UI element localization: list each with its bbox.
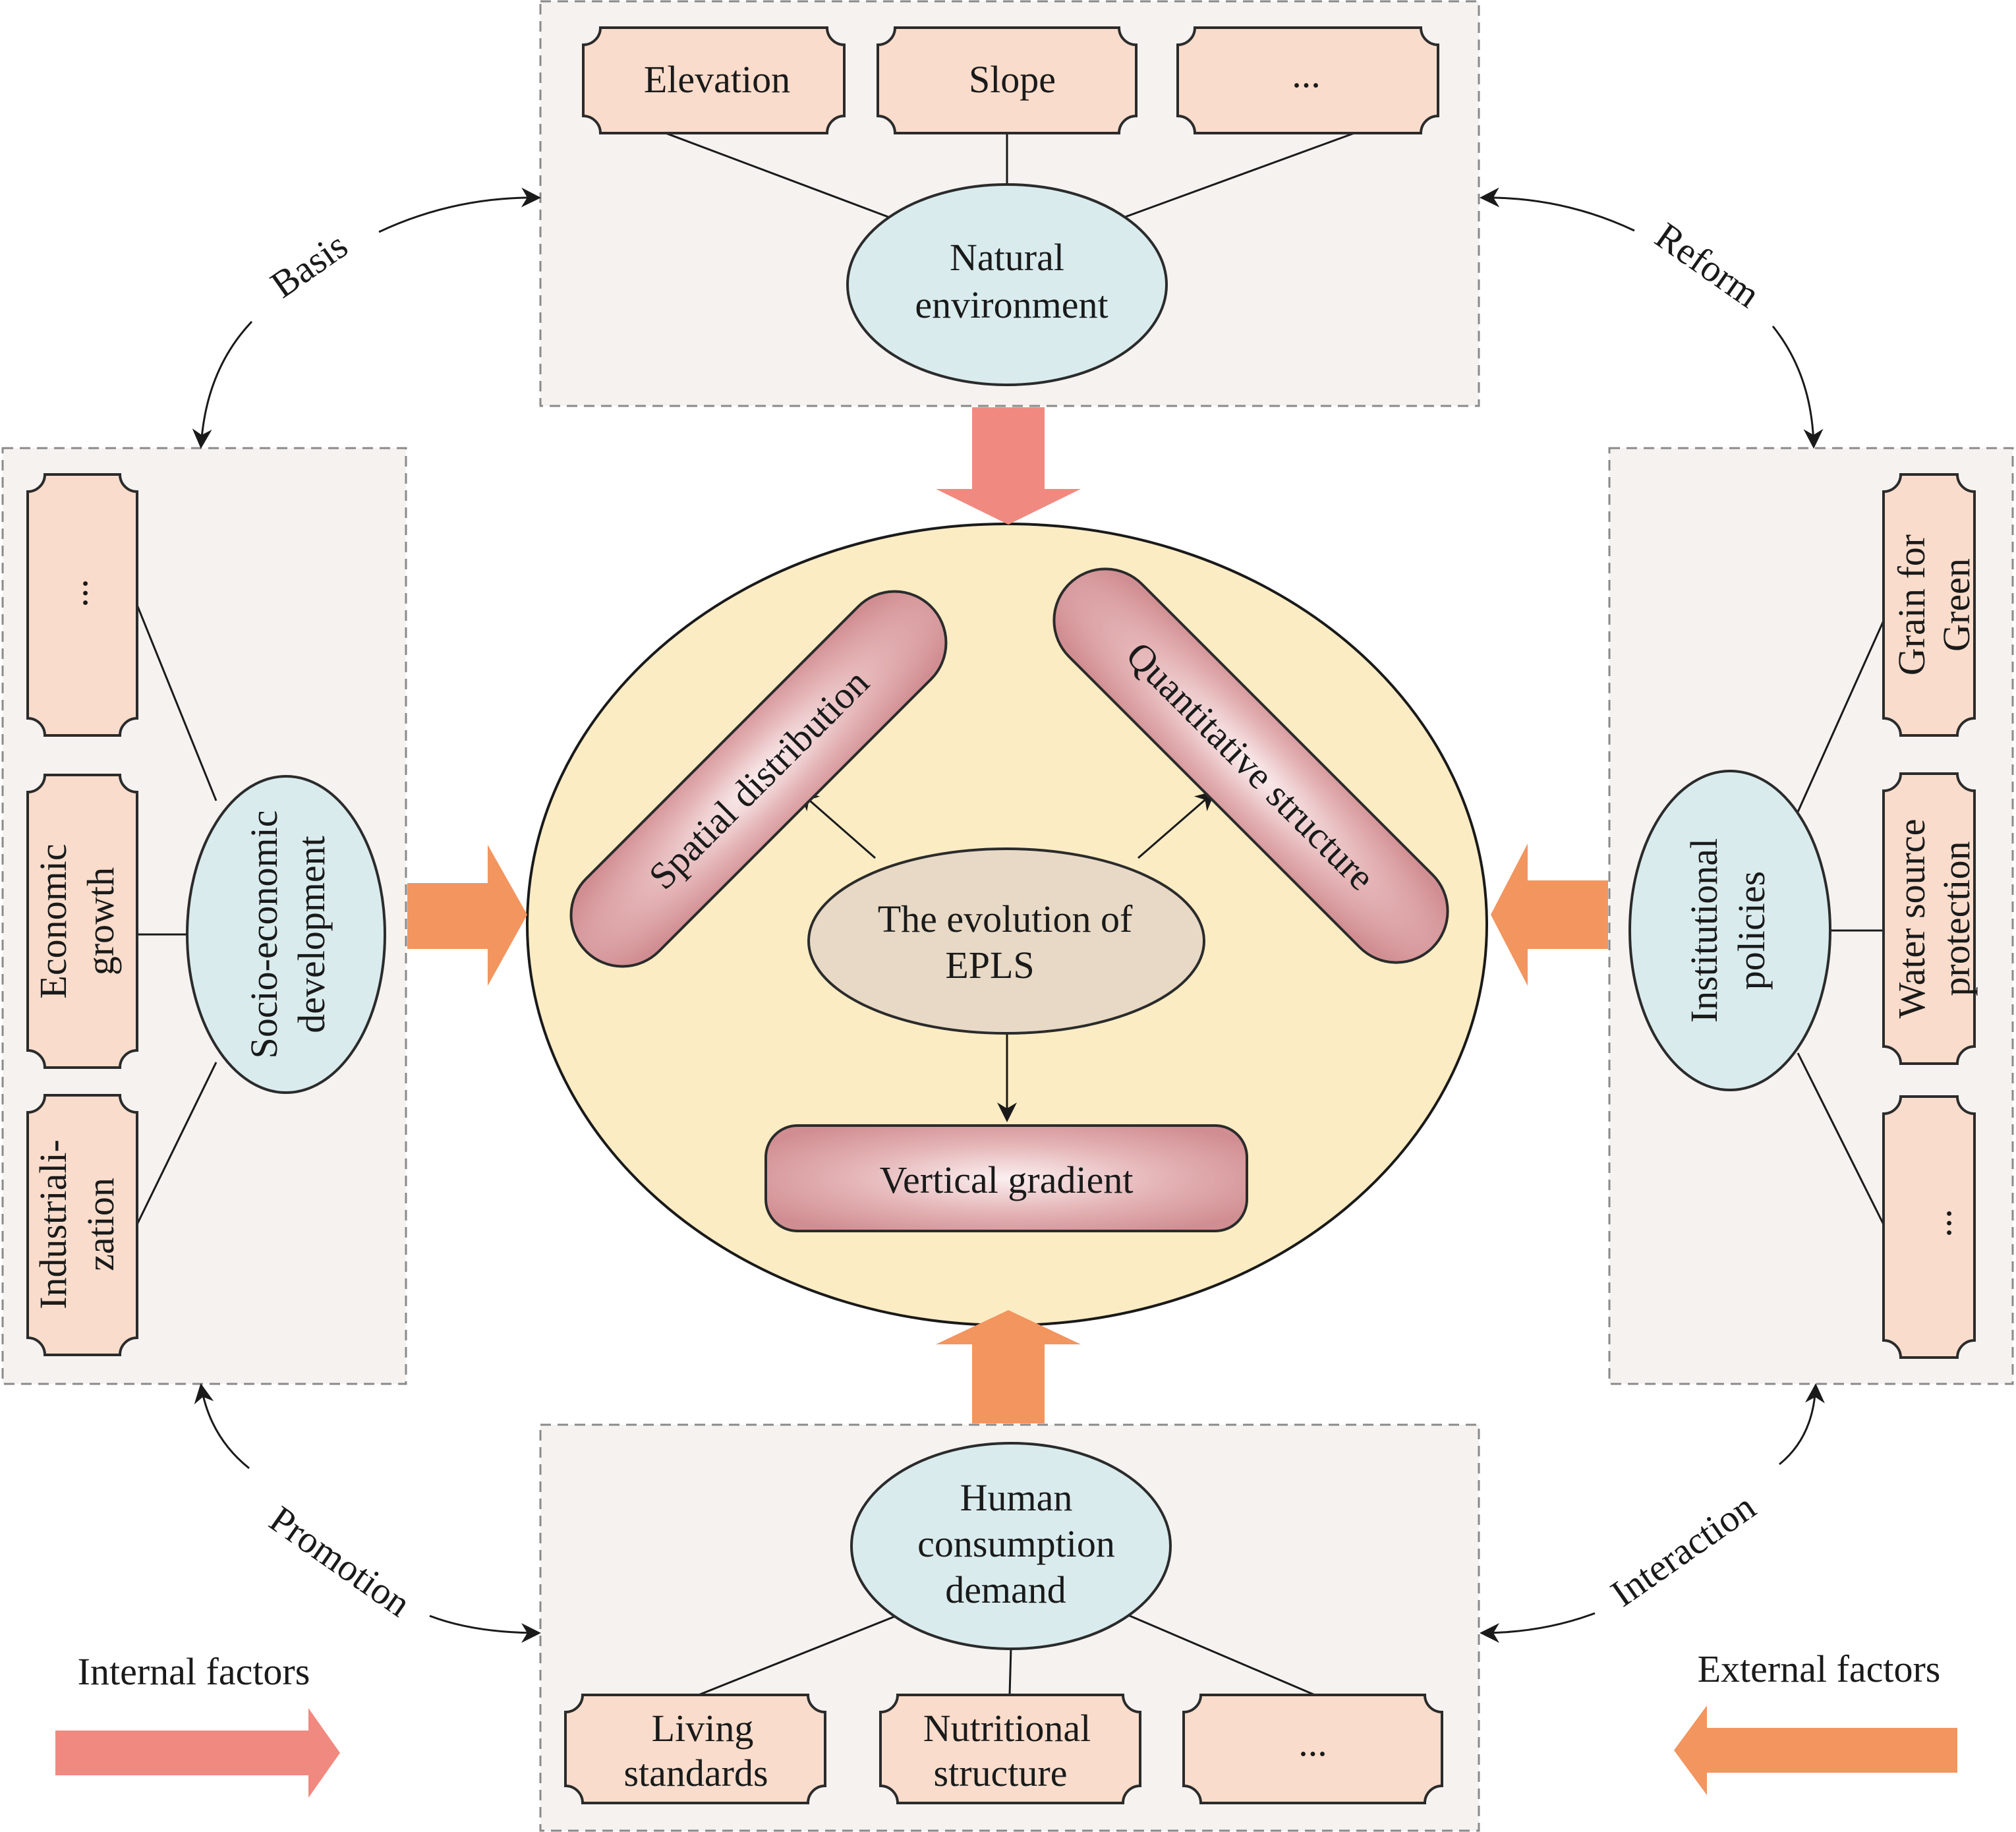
legend-internal-arrow <box>55 1708 340 1798</box>
socio-economic-line1: Socio-economic <box>243 811 285 1059</box>
interaction-arrow-right <box>1779 1383 1825 1466</box>
connector-line <box>1797 620 1885 813</box>
reform-arrow-right <box>1771 326 1824 449</box>
tag-industrialization-line2: zation <box>79 1178 122 1271</box>
tag-industrialization-line1: Industriali- <box>32 1139 74 1309</box>
tag-right-more-label: ... <box>1916 1209 1959 1238</box>
tag-industrialization <box>26 1094 138 1356</box>
interaction-arrow-bottom <box>1480 1612 1596 1643</box>
institutional-policies-arrow <box>1491 844 1608 986</box>
tag-bottom-more-label: ... <box>1298 1721 1327 1764</box>
natural-environment-arrow <box>936 407 1081 525</box>
tag-water-source-protection <box>1882 772 1976 1065</box>
tag-nutritional-structure <box>879 1694 1141 1804</box>
tag-elevation <box>582 26 846 134</box>
socio-economic-arrow <box>407 845 527 986</box>
tag-nutritional-structure-line1: Nutritional <box>923 1707 1091 1750</box>
basis-arrow-top <box>378 187 541 233</box>
natural-environment-line1: Natural <box>950 236 1064 279</box>
institutional-policies-ellipse <box>1628 770 1831 1091</box>
tag-economic-growth-line2: growth <box>79 867 122 975</box>
legend-internal-label: Internal factors <box>78 1650 310 1693</box>
epls-center-line1: The evolution of <box>878 898 1133 940</box>
natural-environment-ellipse <box>846 183 1168 386</box>
tag-grain-for-green <box>1882 473 1976 737</box>
institutional-policies-line1: Institutional <box>1683 838 1725 1023</box>
tag-slope <box>877 26 1138 134</box>
connector-line <box>1008 1647 1012 1696</box>
promotion-arrow-bottom <box>429 1615 541 1643</box>
tag-living-standards-line2: standards <box>623 1752 768 1794</box>
tag-living-standards-line1: Living <box>652 1707 754 1750</box>
institutional-policies-line2: policies <box>1730 871 1773 990</box>
tag-slope-label: Slope <box>969 58 1056 101</box>
connector-line <box>136 1062 217 1225</box>
interaction-label: Interaction <box>1603 1485 1763 1615</box>
promotion-arrow-left <box>194 1383 250 1470</box>
tag-right-more <box>1882 1095 1976 1359</box>
arrow-to-spatial <box>798 791 876 859</box>
arrow-to-quantitative <box>1138 791 1216 859</box>
tag-more-label: ... <box>1292 53 1321 96</box>
tag-water-source-protection-line1: Water source <box>1890 819 1933 1019</box>
socio-economic-line2: development <box>290 836 333 1033</box>
pill-vertical-gradient: Vertical gradient <box>764 1124 1248 1232</box>
promotion-label: Promotion <box>262 1497 418 1625</box>
epls-center-ellipse <box>807 847 1205 1035</box>
tag-elevation-label: Elevation <box>644 58 790 101</box>
reform-arrow-top <box>1480 187 1635 232</box>
pill-vertical-gradient-label: Vertical gradient <box>880 1159 1134 1201</box>
tag-living-standards <box>564 1694 826 1804</box>
connector-line <box>1797 1052 1885 1225</box>
tag-economic-growth <box>26 774 138 1069</box>
tag-water-source-protection-line2: protection <box>1935 841 1978 996</box>
tag-left-more <box>26 473 138 737</box>
legend-external-label: External factors <box>1698 1647 1941 1690</box>
tag-grain-for-green-line1: Grain for <box>1890 534 1933 675</box>
basis-arrow-left <box>192 320 253 449</box>
tag-more <box>1176 26 1439 134</box>
natural-environment-line2: environment <box>915 283 1108 326</box>
legend-external-arrow <box>1674 1705 1957 1795</box>
connector-line <box>1123 132 1355 219</box>
human-consumption-arrow <box>936 1310 1081 1423</box>
epls-center-line2: EPLS <box>945 944 1034 987</box>
connector-line <box>136 604 217 801</box>
connector-line <box>698 1612 904 1696</box>
tag-grain-for-green-line2: Green <box>1935 558 1978 652</box>
tag-economic-growth-line1: Economic <box>32 844 74 998</box>
connector-line <box>1123 1612 1315 1696</box>
human-consumption-ellipse <box>850 1442 1172 1650</box>
tag-left-more-label: ... <box>53 579 96 608</box>
tag-bottom-more <box>1182 1694 1443 1804</box>
socio-economic-ellipse <box>186 775 386 1094</box>
tag-nutritional-structure-line2: structure <box>934 1752 1068 1794</box>
human-consumption-line1: Human <box>960 1476 1073 1519</box>
human-consumption-line2: consumption <box>917 1522 1115 1565</box>
human-consumption-line3: demand <box>945 1568 1066 1611</box>
connector-line <box>665 132 890 219</box>
basis-label: Basis <box>263 223 355 306</box>
reform-label: Reform <box>1648 214 1768 316</box>
